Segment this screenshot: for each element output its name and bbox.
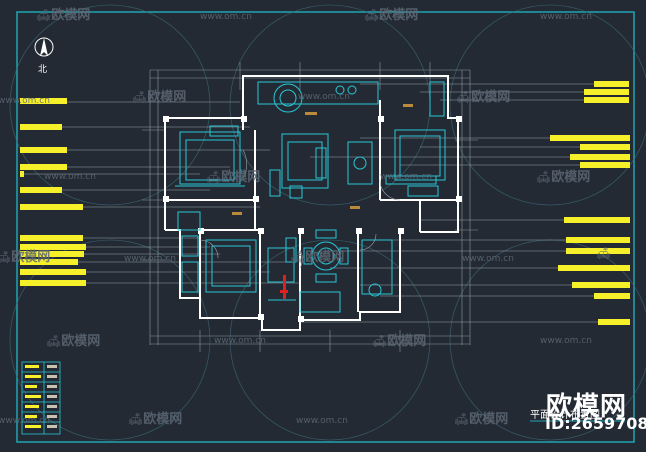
watermark-sofa-icon: 🛋 [0, 250, 12, 264]
watermark-url: www.om.cn [44, 172, 96, 182]
watermark-sofa-icon: 🛋 [290, 250, 306, 264]
watermark-url: www.om.cn [200, 12, 252, 22]
watermark-sofa-icon: 🛋 [132, 90, 148, 104]
walls [164, 75, 459, 331]
watermark: 🛋欧模网 [454, 412, 509, 427]
watermark-url: www.om.cn [540, 12, 592, 22]
door-swings [199, 149, 401, 269]
watermark-sofa-icon: 🛋 [206, 170, 222, 184]
watermark-sofa-icon: 🛋 [454, 412, 470, 426]
watermark-sofa-icon: 🛋 [596, 246, 612, 260]
logo-text: 欧模网 [546, 392, 628, 422]
drawing-title: 平面设计布置图 [530, 410, 600, 421]
dimension-lines [142, 62, 478, 352]
watermark: 🛋欧模网 [536, 170, 591, 185]
watermark: 🛋欧模网 [206, 170, 261, 185]
legend-swatches [47, 365, 57, 428]
annotations-left [20, 98, 86, 286]
watermark-sofa-icon: 🛋 [128, 412, 144, 426]
watermark: 🛋欧模网 [128, 412, 183, 427]
watermark-sofa-icon: 🛋 [36, 8, 52, 22]
watermark-sofa-icon: 🛋 [456, 90, 472, 104]
annotations-right [550, 81, 630, 325]
watermark-url: www.om.cn [462, 254, 514, 264]
watermark-url: www.om.cn [214, 336, 266, 346]
watermark: 🛋欧模网 [372, 334, 427, 349]
watermark-sofa-icon: 🛋 [46, 334, 62, 348]
watermark-url: www.om.cn [380, 172, 432, 182]
watermark-sofa-icon: 🛋 [536, 170, 552, 184]
watermark: 🛋欧模网 [132, 90, 187, 105]
leader-lines [24, 83, 598, 323]
watermark-sofa-icon: 🛋 [372, 334, 388, 348]
watermark-url: www.om.cn [0, 416, 50, 426]
furniture [175, 81, 446, 313]
wall-blocks [163, 116, 462, 322]
legend-table [21, 361, 61, 435]
watermark: 🛋欧模网 [290, 250, 345, 265]
legend-entries [25, 365, 41, 428]
watermark-url: www.om.cn [298, 92, 350, 102]
watermark-url: www.om.cn [124, 254, 176, 264]
watermark-sofa-icon: 🛋 [364, 8, 380, 22]
watermark-url: www.om.cn [540, 336, 592, 346]
watermark: 🛋欧模网 [456, 90, 511, 105]
drawing-frame [16, 11, 635, 443]
watermark: 🛋欧模网 [364, 8, 419, 23]
watermark: 🛋欧模网 [36, 8, 91, 23]
watermark-url: www.om.cn [0, 96, 50, 106]
watermark: 🛋欧模网 [46, 334, 101, 349]
watermark-url: www.om.cn [296, 416, 348, 426]
north-arrow-icon [34, 37, 54, 57]
north-label: 北 [38, 65, 48, 75]
watermark: 🛋 [596, 246, 611, 260]
logo-id: ID:2659708 [545, 414, 646, 433]
fixture-marks [232, 104, 413, 299]
watermark: 🛋欧模网 [0, 246, 50, 265]
